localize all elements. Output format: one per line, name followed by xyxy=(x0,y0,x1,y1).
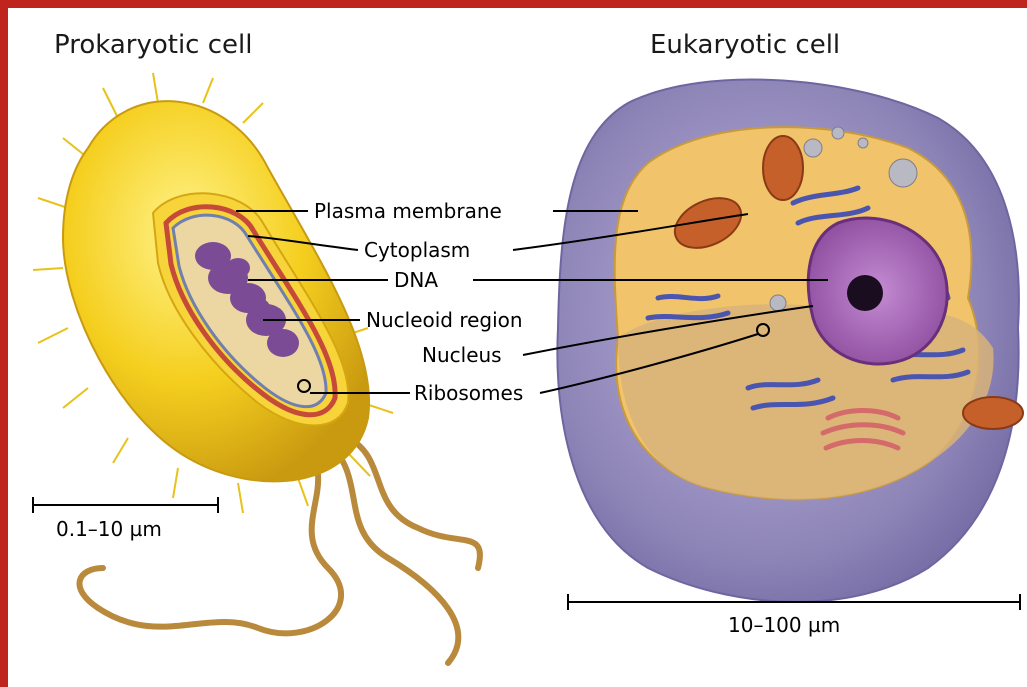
eukaryote-scale-label: 10–100 µm xyxy=(728,613,840,637)
mitochondrion-icon xyxy=(963,397,1023,429)
cell-diagram: Prokaryotic cell Eukaryotic cell xyxy=(8,8,1027,687)
eukaryote-title: Eukaryotic cell xyxy=(650,30,840,60)
diagram-frame: Prokaryotic cell Eukaryotic cell xyxy=(8,8,1027,687)
prokaryote-title: Prokaryotic cell xyxy=(54,30,252,60)
prokaryote-scale-bar xyxy=(33,497,218,513)
label-cytoplasm: Cytoplasm xyxy=(364,238,470,262)
label-plasma-membrane: Plasma membrane xyxy=(314,199,502,223)
label-nucleoid-region: Nucleoid region xyxy=(366,308,523,332)
label-ribosomes: Ribosomes xyxy=(414,381,523,405)
prokaryote-scale-label: 0.1–10 µm xyxy=(56,517,162,541)
label-nucleus: Nucleus xyxy=(422,343,502,367)
label-dna: DNA xyxy=(394,268,438,292)
nucleolus xyxy=(847,275,883,311)
mitochondrion-icon xyxy=(763,136,803,200)
prokaryote-cell xyxy=(33,73,480,663)
eukaryote-cell xyxy=(557,79,1023,601)
